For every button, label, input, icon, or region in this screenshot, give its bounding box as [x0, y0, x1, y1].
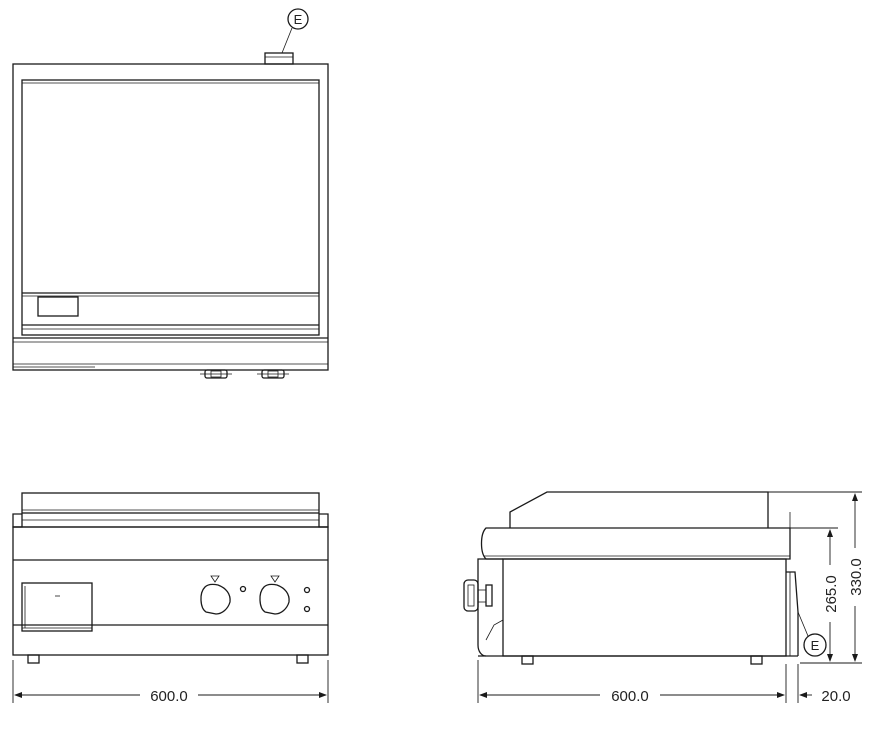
front-view-plate [21, 492, 320, 514]
side-view-exhaust [786, 571, 799, 656]
front-view-foot-right [296, 654, 309, 664]
front-view: 600.0 [12, 492, 329, 705]
front-view-foot-left [27, 654, 40, 664]
side-view-callout-circle [803, 633, 827, 657]
front-view-knob-right [259, 575, 290, 615]
top-view-callout-circle [287, 8, 309, 30]
front-view-knob-left [200, 575, 231, 615]
side-view: E 330.0 265.0 600.0 20.0 [463, 491, 865, 705]
top-view-outline [12, 63, 329, 371]
top-view-knob-right [257, 369, 289, 379]
top-view-knob-left [200, 369, 232, 379]
top-view-callout-label: E [294, 12, 303, 27]
side-view-body [502, 558, 787, 657]
top-view-exhaust [264, 52, 294, 65]
side-view-callout-label: E [811, 638, 820, 653]
front-view-drawer [21, 582, 93, 632]
side-view-knob [463, 579, 493, 612]
side-view-offset-label: 20.0 [821, 688, 850, 705]
front-view-body [12, 526, 329, 656]
top-view-plate [21, 79, 320, 336]
top-view: E [12, 8, 329, 379]
side-view-plate [480, 527, 791, 560]
side-view-height-total-label: 330.0 [848, 558, 865, 596]
side-view-depth-label: 600.0 [611, 688, 649, 705]
front-view-width-label: 600.0 [150, 688, 188, 705]
top-view-drawer [37, 296, 79, 317]
side-view-height-body-label: 265.0 [823, 575, 840, 613]
front-view-pilot-light [239, 585, 247, 593]
side-view-backsplash [509, 491, 769, 528]
